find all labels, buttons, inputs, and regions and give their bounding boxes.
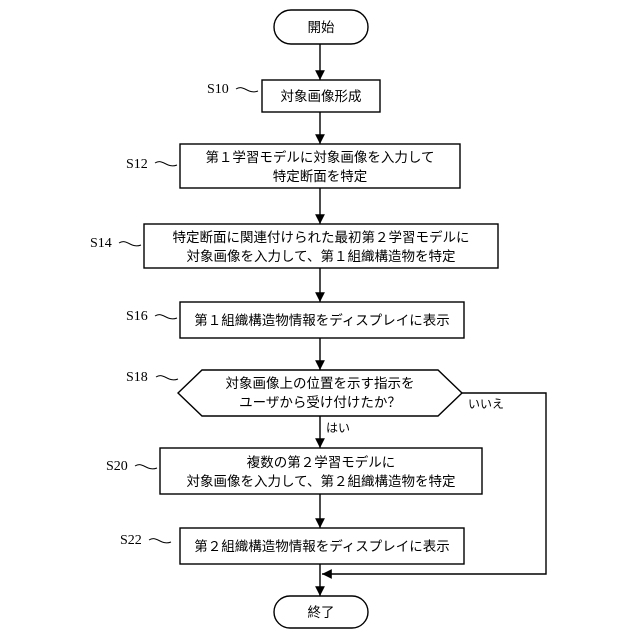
s12-label: S12 — [126, 157, 148, 172]
s20-label: S20 — [106, 459, 128, 474]
s16-leader — [155, 315, 177, 319]
s16-label: S16 — [126, 309, 148, 324]
s14-text-1: 特定断面に関連付けられた最初第２学習モデルに — [173, 229, 470, 246]
s20-leader — [135, 465, 157, 469]
answer-no: いいえ — [468, 397, 504, 411]
end-text: 終了 — [308, 605, 335, 621]
start-text: 開始 — [308, 20, 335, 36]
s10-label: S10 — [207, 82, 229, 97]
s12-text-1: 第１学習モデルに対象画像を入力して — [205, 149, 434, 166]
s14-label: S14 — [90, 236, 112, 251]
s22-leader — [149, 539, 171, 543]
s18-label: S18 — [126, 370, 148, 385]
s14-leader — [119, 242, 141, 246]
s12-text-2: 特定断面を特定 — [273, 169, 368, 185]
s22-text: 第２組織構造物情報をディスプレイに表示 — [194, 538, 450, 555]
answer-yes: はい — [326, 421, 350, 435]
s12-leader — [155, 162, 177, 166]
s16-text: 第１組織構造物情報をディスプレイに表示 — [194, 312, 450, 329]
s18-text-1: 対象画像上の位置を示す指示を — [226, 376, 415, 392]
s10-text: 対象画像形成 — [281, 89, 362, 105]
s22-label: S22 — [120, 533, 142, 548]
s20-text-1: 複数の第２学習モデルに — [247, 454, 396, 471]
s18-leader — [156, 376, 178, 380]
s20-text-2: 対象画像を入力して、第２組織構造物を特定 — [187, 473, 456, 490]
s18-text-2: ユーザから受け付けたか？ — [239, 395, 401, 411]
s10-leader — [236, 88, 258, 92]
s14-text-2: 対象画像を入力して、第１組織構造物を特定 — [187, 248, 456, 265]
